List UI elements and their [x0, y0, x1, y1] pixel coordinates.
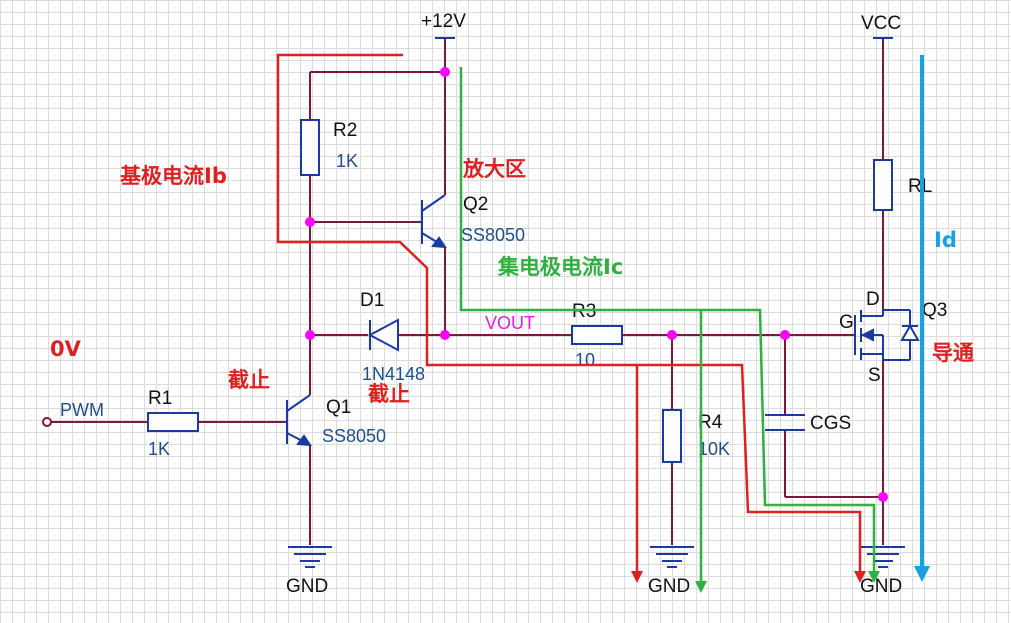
q3-ref: Q3	[922, 300, 947, 321]
q3-pin-g: G	[839, 312, 854, 333]
r3-ref: R3	[572, 301, 596, 322]
wires	[47, 38, 884, 545]
r2-ref: R2	[333, 120, 357, 141]
d1-cutoff-label: 截止	[368, 382, 410, 406]
q1-part: SS8050	[322, 426, 386, 446]
power-vcc-label: VCC	[861, 13, 901, 34]
base-current-path	[276, 53, 862, 575]
resistor-r2[interactable]	[300, 119, 320, 176]
transistor-q1[interactable]	[283, 394, 312, 447]
ground-symbol-1	[288, 546, 332, 568]
ground-symbol-3	[861, 546, 905, 568]
collector-current-label: 集电极电流Ic	[497, 255, 623, 279]
q2-part: SS8050	[461, 225, 525, 245]
q1-cutoff-label: 截止	[228, 368, 270, 392]
r4-value: 10K	[698, 439, 730, 459]
pwm-port[interactable]	[42, 417, 52, 427]
gnd-label-1: GND	[286, 576, 328, 597]
gnd-label-3: GND	[860, 576, 902, 597]
transistor-q2[interactable]	[418, 194, 447, 249]
diode-d1[interactable]	[367, 318, 399, 352]
resistor-r1[interactable]	[147, 412, 199, 432]
junction-dots	[305, 67, 888, 502]
mosfet-q3[interactable]	[854, 309, 920, 361]
resistor-rl[interactable]	[873, 159, 893, 211]
ground-symbol-2	[650, 546, 694, 568]
gnd-label-2: GND	[648, 576, 690, 597]
q1-ref: Q1	[326, 397, 351, 418]
q3-conducting-label: 导通	[932, 341, 974, 365]
capacitor-cgs[interactable]	[765, 414, 805, 431]
base-current-label: 基极电流Ib	[120, 164, 227, 188]
cgs-ref: CGS	[810, 413, 851, 434]
r1-ref: R1	[148, 388, 172, 409]
zero-v-label: 0V	[50, 337, 82, 361]
r2-value: 1K	[336, 151, 358, 171]
amplify-region-label: 放大区	[462, 157, 526, 181]
r1-value: 1K	[148, 439, 170, 459]
resistor-r4[interactable]	[662, 409, 682, 463]
q2-ref: Q2	[463, 194, 488, 215]
collector-current-path	[459, 67, 876, 575]
id-label: Id	[934, 228, 957, 252]
pwm-net-label: PWM	[60, 400, 104, 420]
r3-value: 10	[575, 350, 595, 370]
resistor-r3[interactable]	[571, 325, 623, 345]
r4-ref: R4	[698, 412, 723, 433]
q3-pin-s: S	[868, 365, 881, 386]
power-12v-label: +12V	[421, 11, 466, 32]
d1-part: 1N4148	[362, 364, 425, 384]
q3-pin-d: D	[866, 289, 880, 310]
vout-net-label: VOUT	[485, 313, 535, 333]
d1-ref: D1	[360, 290, 384, 311]
